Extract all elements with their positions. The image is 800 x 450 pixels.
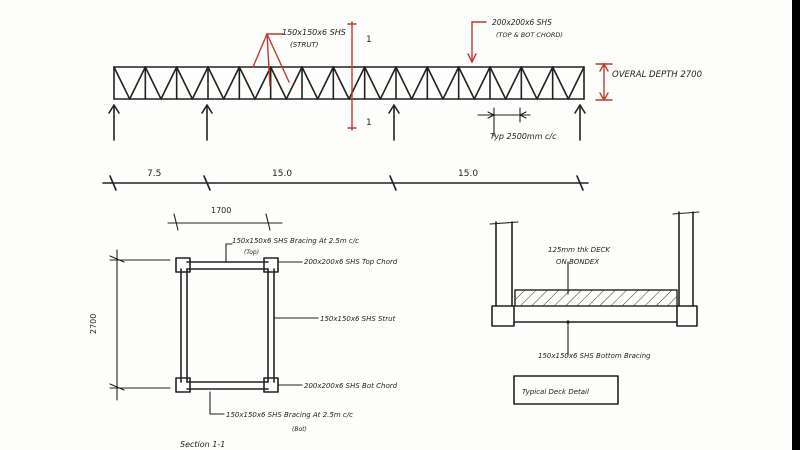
truss-webs: [113, 66, 585, 100]
top-chord-label: 200x200x6 SHS Top Chord: [304, 258, 398, 266]
truss-diagonal: [316, 66, 335, 100]
truss-diagonal: [207, 66, 225, 100]
span-3-label: 15.0: [458, 169, 478, 179]
support-arrow: [201, 104, 213, 141]
support-arrow: [574, 104, 586, 141]
top-left-chord-box: [175, 257, 191, 273]
span-2-label: 15.0: [272, 169, 292, 179]
truss-diagonal: [504, 66, 523, 100]
panel-spacing-dimension: [477, 107, 531, 137]
section-mark-top: 1: [366, 35, 372, 45]
truss-diagonal: [410, 66, 429, 100]
truss-diagonal: [285, 66, 303, 100]
section-mark-bottom: 1: [366, 118, 372, 128]
overall-depth-dimension: [595, 62, 613, 102]
panel-spacing-label: Typ 2500mm c/c: [490, 132, 557, 141]
deck-thickness-label: 125mm thk DECK: [548, 246, 611, 254]
bot-chord-label: 200x200x6 SHS Bot Chord: [304, 382, 398, 390]
truss-diagonal: [128, 66, 147, 100]
truss-diagonal: [457, 66, 476, 100]
section-frame: [175, 257, 279, 393]
truss-diagonal: [254, 66, 272, 100]
strut-label: 150x150x6 SHS: [282, 28, 346, 37]
support-arrow: [388, 104, 400, 141]
truss-diagonal: [473, 66, 491, 100]
section-height-label: 2700: [89, 314, 98, 334]
chord-label: 200x200x6 SHS: [492, 18, 552, 27]
top-right-chord-box: [263, 257, 279, 273]
section-width-label: 1700: [211, 206, 231, 215]
truss-diagonal: [144, 66, 162, 100]
truss-diagonal: [442, 66, 460, 100]
truss-elevation: 1 1 150x150x6 SHS (STRUT) 200x200x6 SHS …: [102, 18, 702, 191]
truss-diagonal: [191, 66, 209, 100]
truss-diagonal: [222, 66, 241, 100]
truss-diagonal: [175, 66, 194, 100]
truss-diagonal: [536, 66, 554, 100]
bottom-left-chord-box: [175, 377, 191, 393]
span-1-label: 7.5: [147, 169, 161, 179]
strut-section-label: 150x150x6 SHS Strut: [320, 315, 396, 323]
section-cut-line: [347, 21, 357, 131]
bottom-bracing-label: 150x150x6 SHS Bottom Bracing: [538, 352, 651, 360]
typical-deck-detail: 125mm thk DECK ON BONDEX 150x150x6 SHS B…: [489, 211, 700, 405]
truss-diagonal: [426, 66, 444, 100]
chord-callout-leader: [467, 21, 487, 64]
chord-sub-label: (TOP & BOT CHORD): [496, 31, 563, 39]
truss-diagonal: [520, 66, 538, 100]
truss-diagonal: [379, 66, 397, 100]
section-title: Section 1-1: [180, 440, 225, 449]
strut-sub-label: (STRUT): [290, 41, 319, 49]
deck-slab: [514, 289, 678, 307]
section-height-dimension: [109, 249, 171, 401]
span-dimension-line: [102, 175, 589, 191]
truss-diagonal: [113, 66, 131, 100]
top-bracing-sub-label: (Top): [244, 249, 259, 256]
support-arrows: [108, 104, 586, 141]
deck-leaders: [566, 261, 570, 357]
truss-diagonal: [301, 66, 319, 100]
deck-bondex-label: ON BONDEX: [556, 258, 599, 266]
deck-title-box: [513, 375, 619, 405]
bot-bracing-label: 150x150x6 SHS Bracing At 2.5m c/c: [226, 411, 353, 419]
section-width-dimension: [167, 213, 283, 231]
section-leaders: [209, 243, 319, 415]
top-bracing-label: 150x150x6 SHS Bracing At 2.5m c/c: [232, 237, 359, 245]
truss-diagonal: [567, 66, 585, 100]
support-arrow: [108, 104, 120, 141]
right-column: [672, 211, 700, 327]
truss-diagonal: [395, 66, 413, 100]
truss-diagonal: [489, 66, 507, 100]
truss-diagonal: [269, 66, 288, 100]
deck-detail-title: Typical Deck Detail: [522, 388, 589, 396]
bot-bracing-sub-label: (Bot): [292, 426, 307, 433]
truss-diagonal: [160, 66, 178, 100]
strut-callout-leaders: [252, 33, 290, 87]
section-1-1: 1700 2700: [89, 206, 398, 449]
truss-diagonal: [332, 66, 350, 100]
left-column: [489, 221, 519, 327]
overall-depth-label: OVERAL DEPTH 2700: [612, 70, 702, 80]
truss-diagonal: [363, 66, 382, 100]
truss-diagonal: [238, 66, 256, 100]
truss-diagonal: [551, 66, 570, 100]
